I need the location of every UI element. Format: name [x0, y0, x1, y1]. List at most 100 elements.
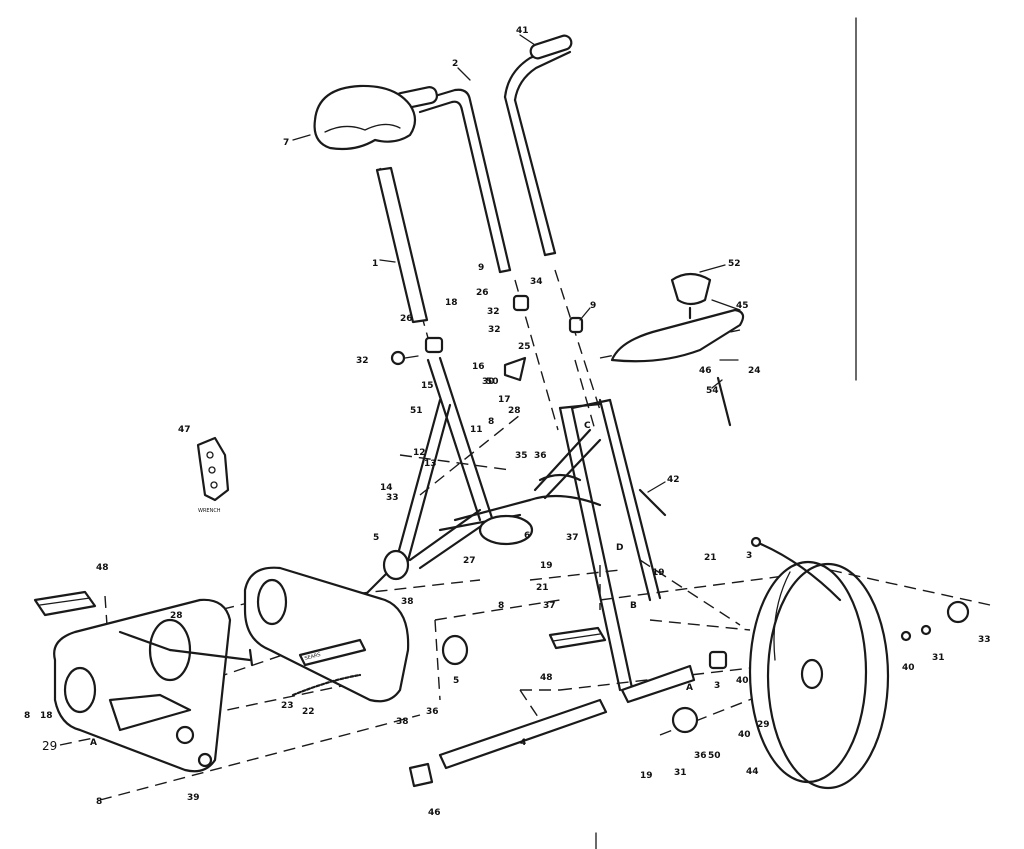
part-25-label: 25 [518, 342, 531, 352]
part-21b-label: 21 [536, 583, 549, 593]
lever-42 [638, 488, 667, 517]
part-29a-label: 29 [42, 739, 57, 753]
part-19b-label: 19 [652, 568, 665, 578]
part-46a-label: 46 [699, 366, 712, 376]
part-36a-label: 36 [426, 707, 439, 717]
part-40a-label: 40 [738, 730, 751, 740]
cap-26 [512, 294, 530, 312]
guard-brand-text: SEARS [304, 652, 321, 662]
part-31b-label: 31 [932, 653, 945, 663]
part-26b-label: 26 [400, 314, 413, 324]
part-14-label: 14 [380, 483, 393, 493]
part-a2-label: A [686, 683, 693, 693]
part-22-label: 22 [302, 707, 315, 717]
part-31a-label: 31 [674, 768, 687, 778]
seat-post [375, 166, 429, 324]
part-8c-label: 8 [24, 711, 30, 721]
part-45-label: 45 [736, 301, 749, 311]
part-37b-label: 37 [543, 601, 556, 611]
chain-guard-inner: SEARS [243, 566, 410, 703]
part-11-label: 11 [470, 425, 483, 435]
tension-rod [716, 376, 732, 427]
end-cap-46 [408, 762, 434, 788]
part-b1-label: B [630, 601, 637, 611]
handlebar [393, 34, 573, 274]
part-9a-label: 9 [478, 263, 484, 273]
wrench-tool: WRENCH [196, 436, 230, 514]
part-36b-label: 36 [534, 451, 547, 461]
part-8a-label: 8 [488, 417, 494, 427]
strap-end [750, 536, 762, 548]
part-48b-label: 48 [540, 673, 553, 683]
foot-cap [708, 650, 728, 670]
part-16-label: 16 [472, 362, 485, 372]
washer-40 [900, 630, 912, 642]
part-21a-label: 21 [704, 553, 717, 563]
part-1-label: 1 [372, 259, 378, 269]
part-19c-label: 19 [640, 771, 653, 781]
part-5a-label: 5 [373, 533, 379, 543]
part-a1-label: A [90, 738, 97, 748]
bottom-bracket [478, 514, 534, 546]
part-4-label: 4 [520, 738, 526, 748]
part-27-label: 27 [463, 556, 476, 566]
part-17-label: 17 [498, 395, 511, 405]
part-9b-label: 9 [590, 301, 596, 311]
part-52-label: 52 [728, 259, 741, 269]
part-8d-label: 8 [96, 797, 102, 807]
left-pedal [33, 590, 97, 617]
part-46b-label: 46 [428, 808, 441, 818]
part-40c-label: 40 [736, 676, 749, 686]
part-29b-label: 29 [757, 720, 770, 730]
part-d1-label: D [616, 543, 623, 553]
part-39-label: 39 [187, 793, 200, 803]
part-30-label: 30 [482, 377, 495, 387]
part-47-label: 47 [178, 425, 191, 435]
flywheel [748, 560, 890, 790]
part-8b-label: 8 [498, 601, 504, 611]
chain [291, 673, 362, 697]
callout-leaders [292, 34, 741, 493]
collar-28 [424, 336, 444, 354]
part-3b-label: 3 [714, 681, 720, 691]
part-18a-label: 18 [445, 298, 458, 308]
part-35-label: 35 [515, 451, 528, 461]
part-13-label: 13 [424, 459, 437, 469]
tension-knob [670, 272, 712, 320]
part-37a-label: 37 [566, 533, 579, 543]
part-23-label: 23 [281, 701, 294, 711]
part-7-label: 7 [283, 138, 289, 148]
idler-wheel-lower [441, 634, 469, 666]
part-15-label: 15 [421, 381, 434, 391]
idler-wheel-upper [382, 549, 410, 581]
part-33b-label: 33 [978, 635, 991, 645]
part-44-label: 44 [746, 767, 759, 777]
part-18b-label: 18 [40, 711, 53, 721]
part-50a-label: 50 [708, 751, 721, 761]
crank-assembly [118, 618, 254, 682]
part-28a-label: 28 [508, 406, 521, 416]
sprocket-36 [671, 706, 699, 734]
cap-9 [568, 316, 584, 334]
part-41-label: 41 [516, 26, 529, 36]
part-32a-label: 32 [487, 307, 500, 317]
right-grip [529, 34, 573, 60]
part-32c-label: 32 [356, 356, 369, 366]
bracket-17 [503, 356, 527, 382]
resistance-strap [754, 540, 842, 602]
part-32b-label: 32 [488, 325, 501, 335]
part-38a-label: 38 [401, 597, 414, 607]
part-50b-label: 50 [486, 377, 499, 387]
part-3-label: 3 [746, 551, 752, 561]
part-54-label: 54 [706, 386, 719, 396]
part-28b-label: 28 [170, 611, 183, 621]
seat [313, 84, 417, 151]
stabilizer-tube [438, 698, 608, 770]
chain-guard-outer [53, 598, 232, 773]
part-36c-label: 36 [694, 751, 707, 761]
part-2-label: 2 [452, 59, 458, 69]
part-33a-label: 33 [386, 493, 399, 503]
part-12-label: 12 [413, 448, 426, 458]
part-34-label: 34 [530, 277, 543, 287]
